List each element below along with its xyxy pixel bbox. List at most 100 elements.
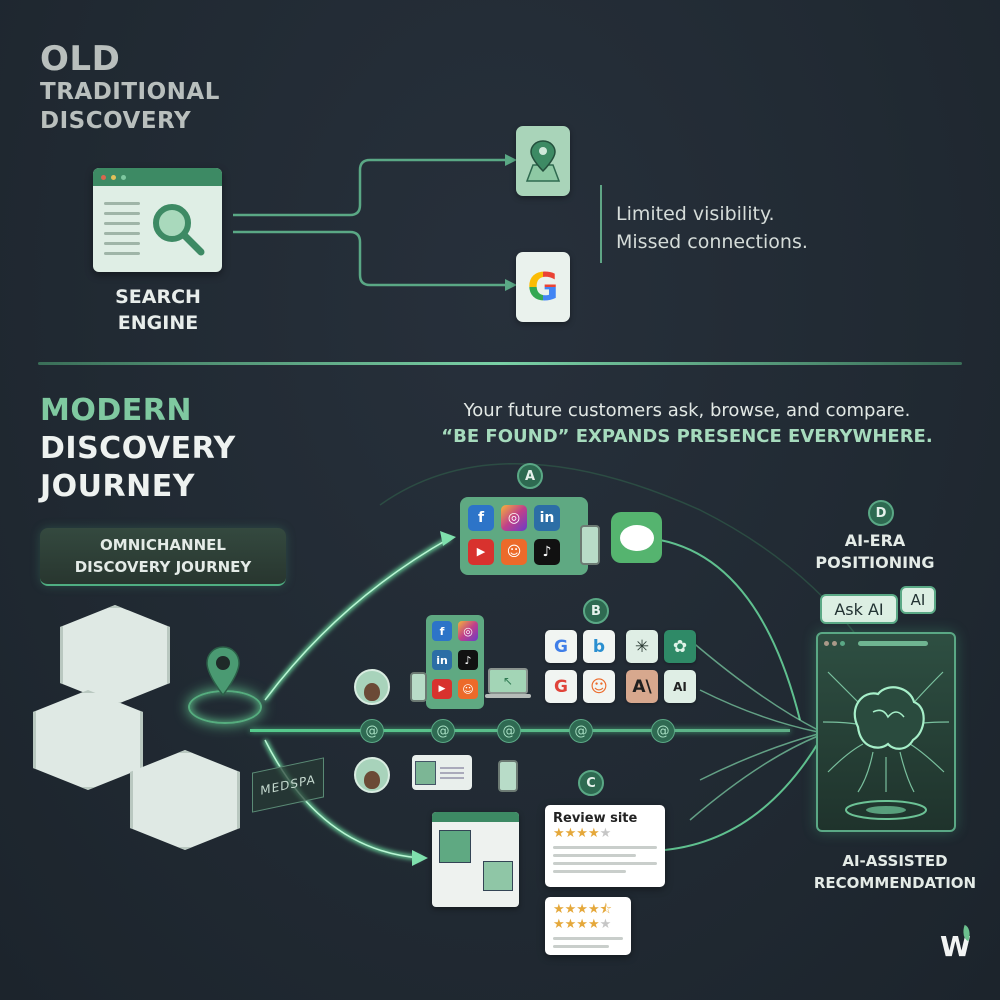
- touchpoint-node: @: [360, 719, 384, 743]
- ai-chat-icon: AI: [664, 670, 696, 703]
- old-title-line: OLD: [40, 39, 121, 79]
- text-lines: [104, 202, 140, 262]
- business-profile-page: [432, 812, 519, 907]
- message-bubble-icon: [619, 524, 654, 551]
- title-line: MODERN: [40, 393, 192, 428]
- badge-c: C: [578, 770, 604, 796]
- old-title-line: DISCOVERY: [40, 108, 192, 134]
- label-line: OMNICHANNEL: [100, 536, 226, 554]
- profile-photo: [439, 830, 471, 863]
- cursor-icon: ↖: [488, 668, 528, 694]
- label-line: AI-ASSISTED: [842, 852, 948, 870]
- messages-tile: [611, 512, 662, 563]
- treatment-room-illustration: [130, 750, 240, 850]
- profile-photo: [415, 760, 436, 785]
- tiktok-icon: ♪: [534, 538, 560, 565]
- review-site-title: Review site: [553, 811, 638, 826]
- tagline-line: Your future customers ask, browse, and c…: [463, 400, 911, 421]
- google-icon: G: [545, 630, 577, 663]
- old-section-title: OLD TRADITIONAL DISCOVERY: [40, 40, 220, 136]
- note-line: Limited visibility.: [616, 203, 775, 225]
- map-pin-icon: [525, 140, 561, 182]
- magnifier-icon: [153, 204, 205, 256]
- ai-chat-bubble: AI: [900, 586, 936, 614]
- label-line: POSITIONING: [815, 553, 935, 572]
- note-divider: [600, 185, 602, 263]
- limited-visibility-note: Limited visibility. Missed connections.: [616, 200, 808, 256]
- touchpoint-node: @: [497, 719, 521, 743]
- tiktok-icon: ♪: [458, 650, 478, 670]
- window-dot: [121, 174, 126, 180]
- badge-a: A: [517, 463, 543, 489]
- social-media-card: f ◎ in ♪ ▶ ☺: [426, 615, 484, 709]
- perplexity-icon: ✳: [626, 630, 658, 663]
- instagram-icon: ◎: [501, 505, 527, 531]
- brand-logo: W: [940, 924, 974, 963]
- search-engine-grid: G b G ☺: [545, 630, 615, 703]
- label-line: DISCOVERY JOURNEY: [74, 558, 252, 576]
- label-line: SEARCH: [115, 286, 201, 308]
- customer-avatar: [354, 757, 390, 793]
- social-media-panel: f ◎ in ▶ ☺ ♪: [460, 497, 588, 575]
- bing-icon: b: [583, 630, 615, 663]
- badge-d: D: [868, 500, 894, 526]
- google-tile: G: [516, 252, 570, 322]
- treatment-room-illustration: [33, 690, 143, 790]
- laptop-icon: ↖: [485, 668, 531, 700]
- ai-brain-window: [816, 632, 956, 832]
- title-line: DISCOVERY: [40, 431, 236, 466]
- chatgpt-icon: ✿: [664, 630, 696, 663]
- youtube-icon: ▶: [432, 679, 452, 699]
- linkedin-icon: in: [534, 505, 560, 531]
- linkedin-icon: in: [432, 650, 452, 670]
- google-icon: G: [527, 265, 559, 309]
- reddit-icon: ☺: [583, 670, 615, 703]
- review-ratings-card: ★★★★⯪ ★★★★★: [545, 897, 631, 955]
- maps-tile: [516, 126, 570, 196]
- star-rating: ★★★★⯪: [553, 902, 612, 917]
- label-line: ENGINE: [117, 312, 199, 334]
- facebook-icon: f: [432, 621, 452, 641]
- title-line: JOURNEY: [40, 469, 195, 504]
- facebook-icon: f: [468, 505, 494, 531]
- touchpoint-node: @: [651, 719, 675, 743]
- youtube-icon: ▶: [468, 538, 494, 565]
- tagline-emphasis: “BE FOUND” EXPANDS PRESENCE EVERYWHERE.: [441, 426, 933, 447]
- window-dot: [111, 174, 116, 180]
- google-icon: G: [545, 670, 577, 703]
- review-site-card: Review site ★★★★★: [545, 805, 665, 887]
- star-rating: ★★★★★: [553, 917, 612, 932]
- star-rating: ★★★★★: [553, 826, 612, 841]
- label-line: RECOMMENDATION: [813, 874, 977, 892]
- instagram-icon: ◎: [458, 621, 478, 641]
- phone-icon: [580, 525, 600, 565]
- profile-card: [412, 755, 472, 790]
- anthropic-icon: A\: [626, 670, 658, 703]
- phone-icon: [410, 672, 427, 702]
- omnichannel-label-box: OMNICHANNEL DISCOVERY JOURNEY: [40, 528, 286, 586]
- brain-icon: [822, 671, 950, 820]
- reddit-icon: ☺: [501, 538, 527, 565]
- ai-assisted-recommendation-label: AI-ASSISTED RECOMMENDATION: [805, 850, 985, 894]
- label-line: AI-ERA: [844, 531, 906, 550]
- note-line: Missed connections.: [616, 231, 808, 253]
- touchpoint-node: @: [431, 719, 455, 743]
- phone-icon: [498, 760, 518, 792]
- document-icon: [483, 861, 513, 891]
- tagline: Your future customers ask, browse, and c…: [392, 398, 982, 450]
- search-engine-label: SEARCH ENGINE: [95, 284, 221, 336]
- flow-lines: [263, 462, 861, 866]
- touchpoint-node: @: [569, 719, 593, 743]
- old-title-line: TRADITIONAL: [40, 79, 220, 105]
- ai-era-positioning-label: AI-ERA POSITIONING: [800, 530, 950, 574]
- branch-arrows: [233, 154, 517, 291]
- section-divider: [38, 362, 962, 365]
- modern-section-title: MODERN DISCOVERY JOURNEY: [40, 392, 236, 506]
- window-dot: [101, 174, 106, 180]
- search-engine-window-icon: [93, 168, 222, 272]
- ask-ai-bubble: Ask AI: [820, 594, 898, 624]
- badge-b: B: [583, 598, 609, 624]
- customer-avatar: [354, 669, 390, 705]
- reddit-icon: ☺: [458, 679, 478, 699]
- location-pin-icon: [206, 646, 240, 697]
